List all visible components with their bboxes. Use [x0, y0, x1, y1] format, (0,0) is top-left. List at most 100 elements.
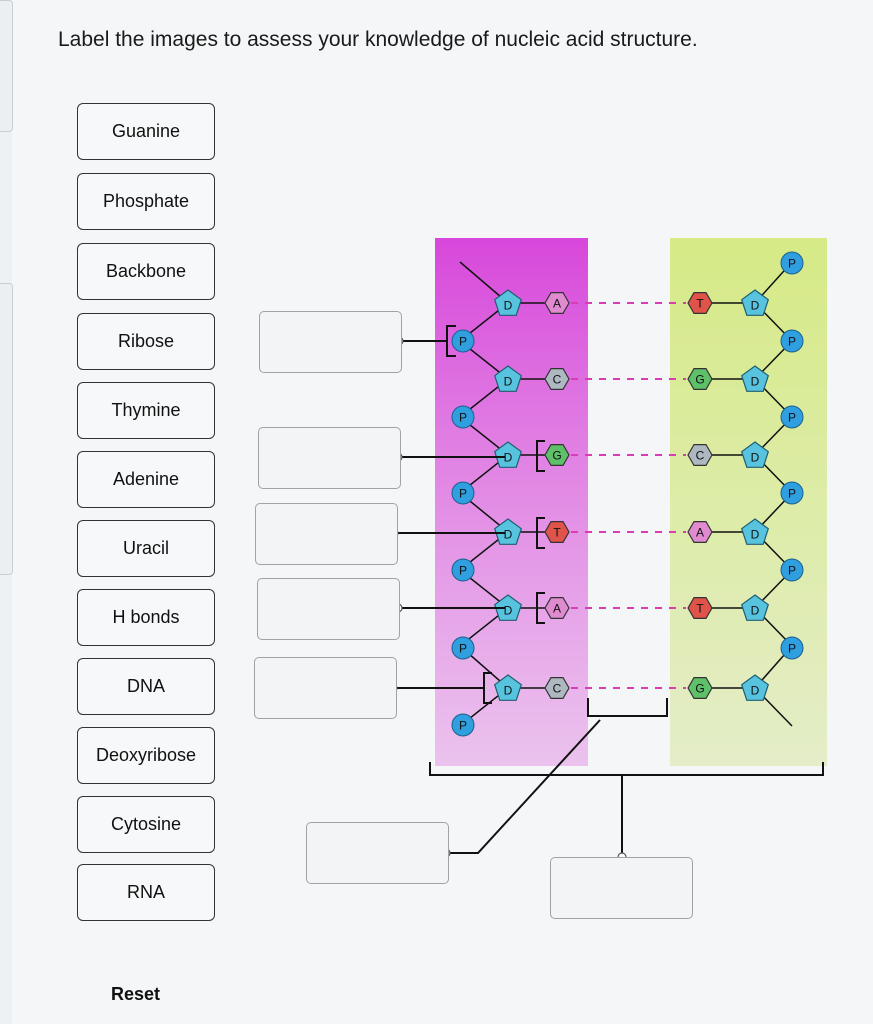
- sugar-icon: [740, 441, 770, 468]
- sugar-letter: D: [751, 527, 760, 541]
- sugar-icon: [493, 594, 523, 621]
- sugar-icon: [740, 365, 770, 392]
- label-dna[interactable]: DNA: [77, 658, 215, 715]
- phosphate-letter: P: [788, 641, 796, 655]
- label-h-bonds[interactable]: H bonds: [77, 589, 215, 646]
- label-ribose[interactable]: Ribose: [77, 313, 215, 370]
- base-icon: [544, 292, 570, 314]
- sugar-letter: D: [504, 450, 513, 464]
- base-icon: [687, 292, 713, 314]
- phosphate-icon: [780, 481, 804, 505]
- phosphate-icon: [780, 636, 804, 660]
- base-letter: T: [696, 601, 704, 615]
- sugar-letter: D: [751, 683, 760, 697]
- base-letter: T: [553, 525, 561, 539]
- base-letter: A: [553, 296, 561, 310]
- phosphate-icon: [451, 481, 475, 505]
- sugar-icon: [740, 518, 770, 545]
- sugar-letter: D: [504, 527, 513, 541]
- phosphate-icon: [780, 251, 804, 275]
- base-icon: [687, 676, 713, 700]
- phosphate-letter: P: [459, 410, 467, 424]
- label-rna[interactable]: RNA: [77, 864, 215, 921]
- bracket-base: [536, 592, 545, 624]
- bracket-molecule: [429, 762, 824, 776]
- phosphate-letter: P: [459, 486, 467, 500]
- drop-target-2[interactable]: [258, 427, 401, 489]
- base-icon: [544, 596, 570, 620]
- label-uracil[interactable]: Uracil: [77, 520, 215, 577]
- left-panel-edge: [0, 0, 13, 132]
- sugar-icon: [740, 289, 770, 316]
- sugar-letter: D: [504, 374, 513, 388]
- bracket-phosphate: [446, 325, 456, 357]
- label-backbone[interactable]: Backbone: [77, 243, 215, 300]
- phosphate-icon: [451, 329, 475, 353]
- bracket-hbond: [587, 698, 668, 717]
- base-letter: G: [695, 681, 704, 695]
- sugar-letter: D: [504, 298, 513, 312]
- phosphate-icon: [780, 329, 804, 353]
- sugar-icon: [493, 441, 523, 468]
- base-letter: A: [696, 525, 704, 539]
- sugar-icon: [740, 594, 770, 621]
- phosphate-icon: [451, 405, 475, 429]
- sugar-icon: [493, 289, 523, 316]
- bracket-nucleotide: [483, 672, 492, 704]
- label-adenine[interactable]: Adenine: [77, 451, 215, 508]
- phosphate-letter: P: [788, 563, 796, 577]
- leader-line-hbond: [450, 719, 601, 854]
- bracket-base: [536, 440, 545, 472]
- drop-target-4[interactable]: [257, 578, 400, 640]
- sugar-letter: D: [751, 374, 760, 388]
- phosphate-letter: P: [459, 334, 467, 348]
- base-letter: G: [695, 372, 704, 386]
- base-icon: [687, 596, 713, 620]
- phosphate-icon: [451, 636, 475, 660]
- phosphate-letter: P: [788, 256, 796, 270]
- base-icon: [544, 676, 570, 700]
- drop-target-3[interactable]: [255, 503, 398, 565]
- label-guanine[interactable]: Guanine: [77, 103, 215, 160]
- base-letter: C: [696, 448, 705, 462]
- sugar-letter: D: [751, 298, 760, 312]
- bracket-base: [536, 517, 545, 549]
- sugar-icon: [493, 365, 523, 392]
- base-letter: T: [696, 296, 704, 310]
- label-deoxyribose[interactable]: Deoxyribose: [77, 727, 215, 784]
- sugar-letter: D: [504, 603, 513, 617]
- base-icon: [687, 444, 713, 466]
- drop-target-5[interactable]: [254, 657, 397, 719]
- sugar-letter: D: [504, 683, 513, 697]
- base-icon: [544, 520, 570, 544]
- label-phosphate[interactable]: Phosphate: [77, 173, 215, 230]
- sugar-letter: D: [751, 603, 760, 617]
- left-panel-edge: [0, 283, 13, 575]
- drop-target-7[interactable]: [550, 857, 693, 919]
- base-icon: [687, 520, 713, 544]
- sugar-icon: [493, 518, 523, 545]
- sugar-letter: D: [751, 450, 760, 464]
- sugar-icon: [740, 674, 770, 701]
- base-letter: A: [553, 601, 561, 615]
- phosphate-letter: P: [459, 563, 467, 577]
- reset-button[interactable]: Reset: [111, 984, 161, 1004]
- base-icon: [544, 444, 570, 466]
- phosphate-letter: P: [788, 410, 796, 424]
- phosphate-letter: P: [459, 718, 467, 732]
- phosphate-icon: [451, 713, 475, 737]
- base-letter: G: [552, 448, 561, 462]
- base-letter: C: [553, 681, 562, 695]
- sugar-icon: [493, 674, 523, 701]
- drop-target-1[interactable]: [259, 311, 402, 373]
- phosphate-icon: [780, 558, 804, 582]
- base-letter: C: [553, 372, 562, 386]
- base-icon: [687, 368, 713, 390]
- label-thymine[interactable]: Thymine: [77, 382, 215, 439]
- phosphate-letter: P: [788, 486, 796, 500]
- phosphate-letter: P: [788, 334, 796, 348]
- phosphate-icon: [451, 558, 475, 582]
- label-cytosine[interactable]: Cytosine: [77, 796, 215, 853]
- drop-target-6[interactable]: [306, 822, 449, 884]
